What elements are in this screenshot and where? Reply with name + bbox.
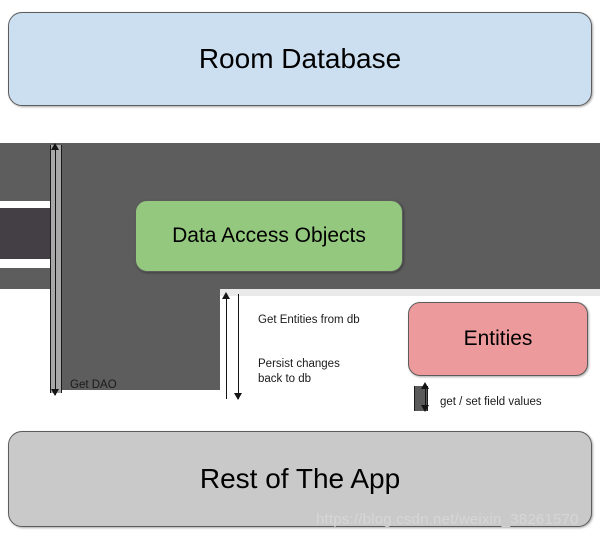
arrowhead-up-icon <box>421 382 429 389</box>
arrow-label-persist-changes: Persist changes back to db <box>258 358 340 385</box>
activation-gap-strip <box>220 289 600 296</box>
connector-get-entities <box>226 294 227 399</box>
arrow-label-get-dao: Get DAO <box>70 379 117 391</box>
arrowhead-up-icon <box>222 292 230 299</box>
lifeline-bar-left <box>50 145 62 393</box>
watermark: https://blog.csdn.net/weixin_38261570 <box>316 511 579 528</box>
connector-persist-changes <box>238 294 239 399</box>
lifeline-bar-entities <box>414 386 428 411</box>
arrowhead-down-icon <box>421 405 429 412</box>
node-data-access-objects[interactable]: Data Access Objects <box>135 200 403 272</box>
node-room-database[interactable]: Room Database <box>8 12 592 106</box>
node-entities[interactable]: Entities <box>408 302 588 376</box>
connector-get-dao <box>55 145 56 395</box>
arrow-label-get-entities: Get Entities from db <box>258 314 360 326</box>
arrowhead-down-icon <box>234 393 242 400</box>
connector-get-set-fields <box>425 384 426 411</box>
arrowhead-up-icon <box>51 143 59 150</box>
activation-block-lower <box>62 289 220 390</box>
node-rest-of-the-app[interactable]: Rest of The App <box>8 431 592 527</box>
arrowhead-down-icon <box>51 389 59 396</box>
arrow-label-get-set-field-values: get / set field values <box>440 396 542 408</box>
